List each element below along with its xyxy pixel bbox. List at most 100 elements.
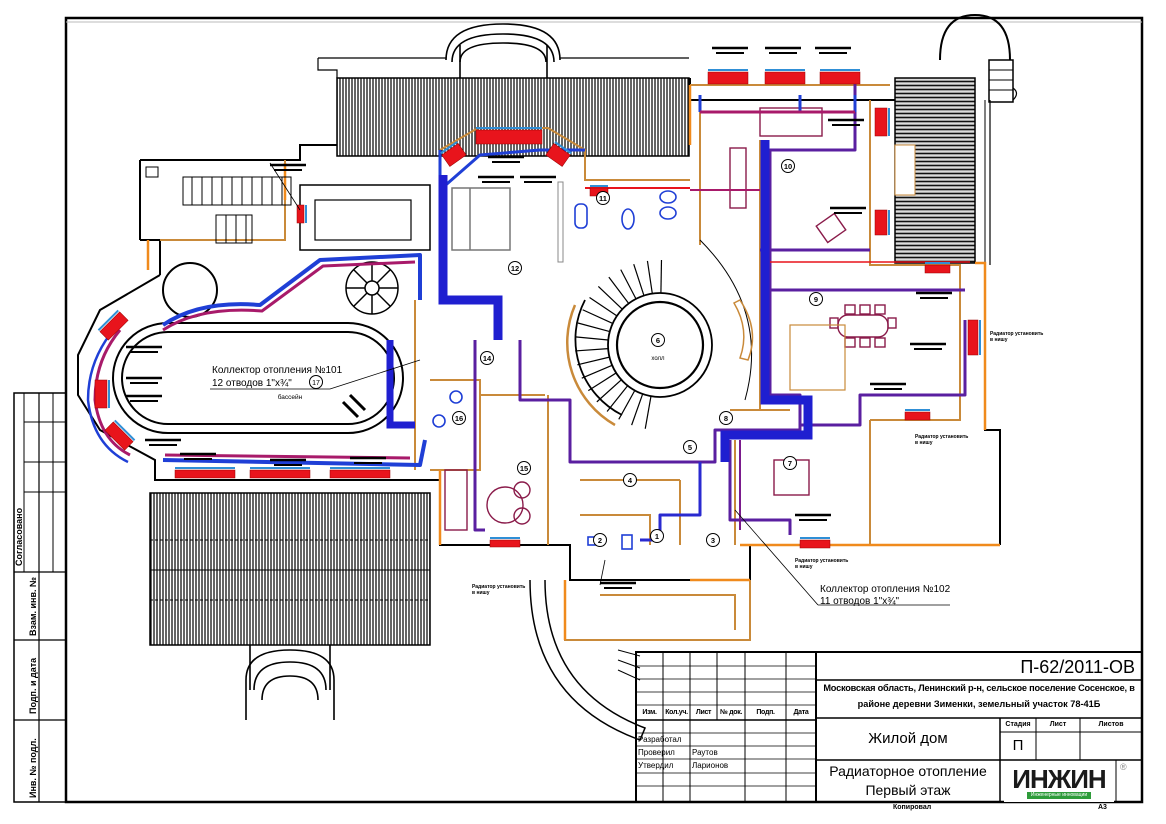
room-number-14: 14: [480, 351, 494, 365]
svg-text:14: 14: [483, 354, 492, 363]
radiator-return-line: [97, 309, 119, 331]
stamp-col-doc: № док.: [719, 709, 743, 716]
radiator-tag: [712, 46, 748, 54]
radiator-body: [707, 71, 749, 85]
south-bay: [529, 579, 646, 741]
radiator-tag: [828, 118, 864, 126]
stair-tread: [608, 276, 630, 304]
east-terrace-opening: [894, 144, 916, 196]
radiator-tag: [270, 458, 306, 466]
stair-tread: [589, 296, 618, 317]
north-terrace: [336, 77, 690, 157]
stair-tread: [620, 269, 637, 300]
radiator-tag: [916, 291, 952, 299]
room-number-16: 16: [452, 411, 466, 425]
radiator-body: [545, 143, 571, 167]
room-number-9: 9: [809, 292, 823, 306]
radiator-body: [441, 143, 467, 167]
side-field-sign-date: Подп. и дата: [28, 657, 38, 714]
radiator-return-line: [440, 141, 458, 155]
logo-wordmark: ИНЖИН: [1012, 763, 1106, 794]
room-number-2: 2: [593, 533, 607, 547]
radiator-body: [174, 469, 236, 479]
logo-registered-mark: ®: [1120, 762, 1127, 772]
east-stair-tower: [939, 13, 1018, 265]
radiator: [174, 467, 236, 479]
radiator: [874, 209, 890, 236]
svg-text:12: 12: [511, 264, 519, 273]
copied-label: Копировал: [893, 804, 932, 811]
stage-value: П: [1012, 737, 1024, 754]
radiator-body: [967, 319, 979, 356]
radiator-tag: [350, 456, 386, 464]
radiator-body: [329, 469, 391, 479]
svg-text:9: 9: [814, 295, 818, 304]
collector-102-outlets: 11 отводов 1"х¾": [820, 596, 900, 607]
room-number-8: 8: [719, 411, 733, 425]
radiator-body: [99, 311, 129, 341]
role-checker: Проверил: [638, 748, 675, 757]
radiator: [329, 467, 391, 479]
radiator-return-line: [114, 419, 136, 441]
radiator-body: [924, 264, 951, 274]
collector-101-tag: 17: [312, 380, 320, 387]
north-porch: [445, 23, 561, 78]
role-developer: Разработал: [638, 735, 682, 744]
radiator: [475, 127, 543, 145]
role-checker-name: Раутов: [692, 748, 718, 757]
room-number-6: 6: [651, 333, 665, 347]
radiator-body: [819, 71, 861, 85]
radiator: [967, 319, 981, 356]
svg-text:11: 11: [599, 194, 607, 203]
collector-101-outlets: 12 отводов 1"х¾": [212, 378, 292, 389]
stair-tread: [660, 260, 663, 294]
radiator-tag: [126, 394, 162, 402]
south-porch: [245, 645, 335, 720]
niche-note-east-2: в нишу: [990, 337, 1008, 343]
radiator: [707, 69, 749, 85]
side-field-replaces: Взам. инв. №: [28, 576, 38, 636]
radiator-tag: [520, 175, 556, 183]
radiator-body: [94, 379, 108, 409]
stair-tread: [575, 336, 609, 341]
niche-note-south-2: в нишу: [472, 590, 490, 596]
niche-note-room7-2: в нишу: [795, 564, 813, 570]
exterior-insulation: [146, 85, 1000, 640]
hall-curved-wall: [699, 239, 753, 401]
bath-block-inner: [314, 199, 412, 241]
wardrobe: [557, 181, 564, 263]
svg-text:4: 4: [628, 476, 633, 485]
stair-tread: [577, 356, 610, 366]
radiator: [904, 409, 931, 421]
room-number-3: 3: [706, 533, 720, 547]
logo-tagline: Инженерные инновации: [1026, 791, 1092, 799]
radiator-tag: [488, 155, 524, 163]
stamp-col-count: Кол.уч.: [665, 709, 688, 716]
collector-101-title: Коллектор отопления №101: [212, 365, 343, 376]
room-number-10: 10: [781, 159, 795, 173]
radiator-tag: [600, 581, 636, 589]
hall-partition: [732, 299, 754, 361]
niche-note-south-1: Радиатор установить: [472, 584, 525, 590]
svg-text:6: 6: [656, 336, 660, 345]
radiator-body: [904, 411, 931, 421]
svg-text:3: 3: [711, 536, 715, 545]
pipe-loops: [86, 75, 970, 542]
radiator: [97, 309, 129, 341]
hall-rug: [789, 324, 846, 391]
south-terrace: [149, 492, 431, 646]
role-approver-name: Ларионов: [692, 761, 729, 770]
room-number-7: 7: [783, 456, 797, 470]
furniture: [444, 107, 897, 531]
radiator-tag: [180, 452, 216, 460]
side-stamp: [13, 392, 67, 803]
stair-tread: [581, 364, 613, 379]
stair-tread: [582, 309, 613, 324]
svg-text:2: 2: [598, 536, 602, 545]
side-agreed-label: Согласовано: [14, 507, 24, 566]
stair-tread: [631, 393, 644, 426]
svg-text:5: 5: [688, 443, 692, 452]
radiator-tag: [270, 163, 306, 171]
sheet-header: Лист: [1049, 721, 1067, 728]
radiator-body: [764, 71, 806, 85]
